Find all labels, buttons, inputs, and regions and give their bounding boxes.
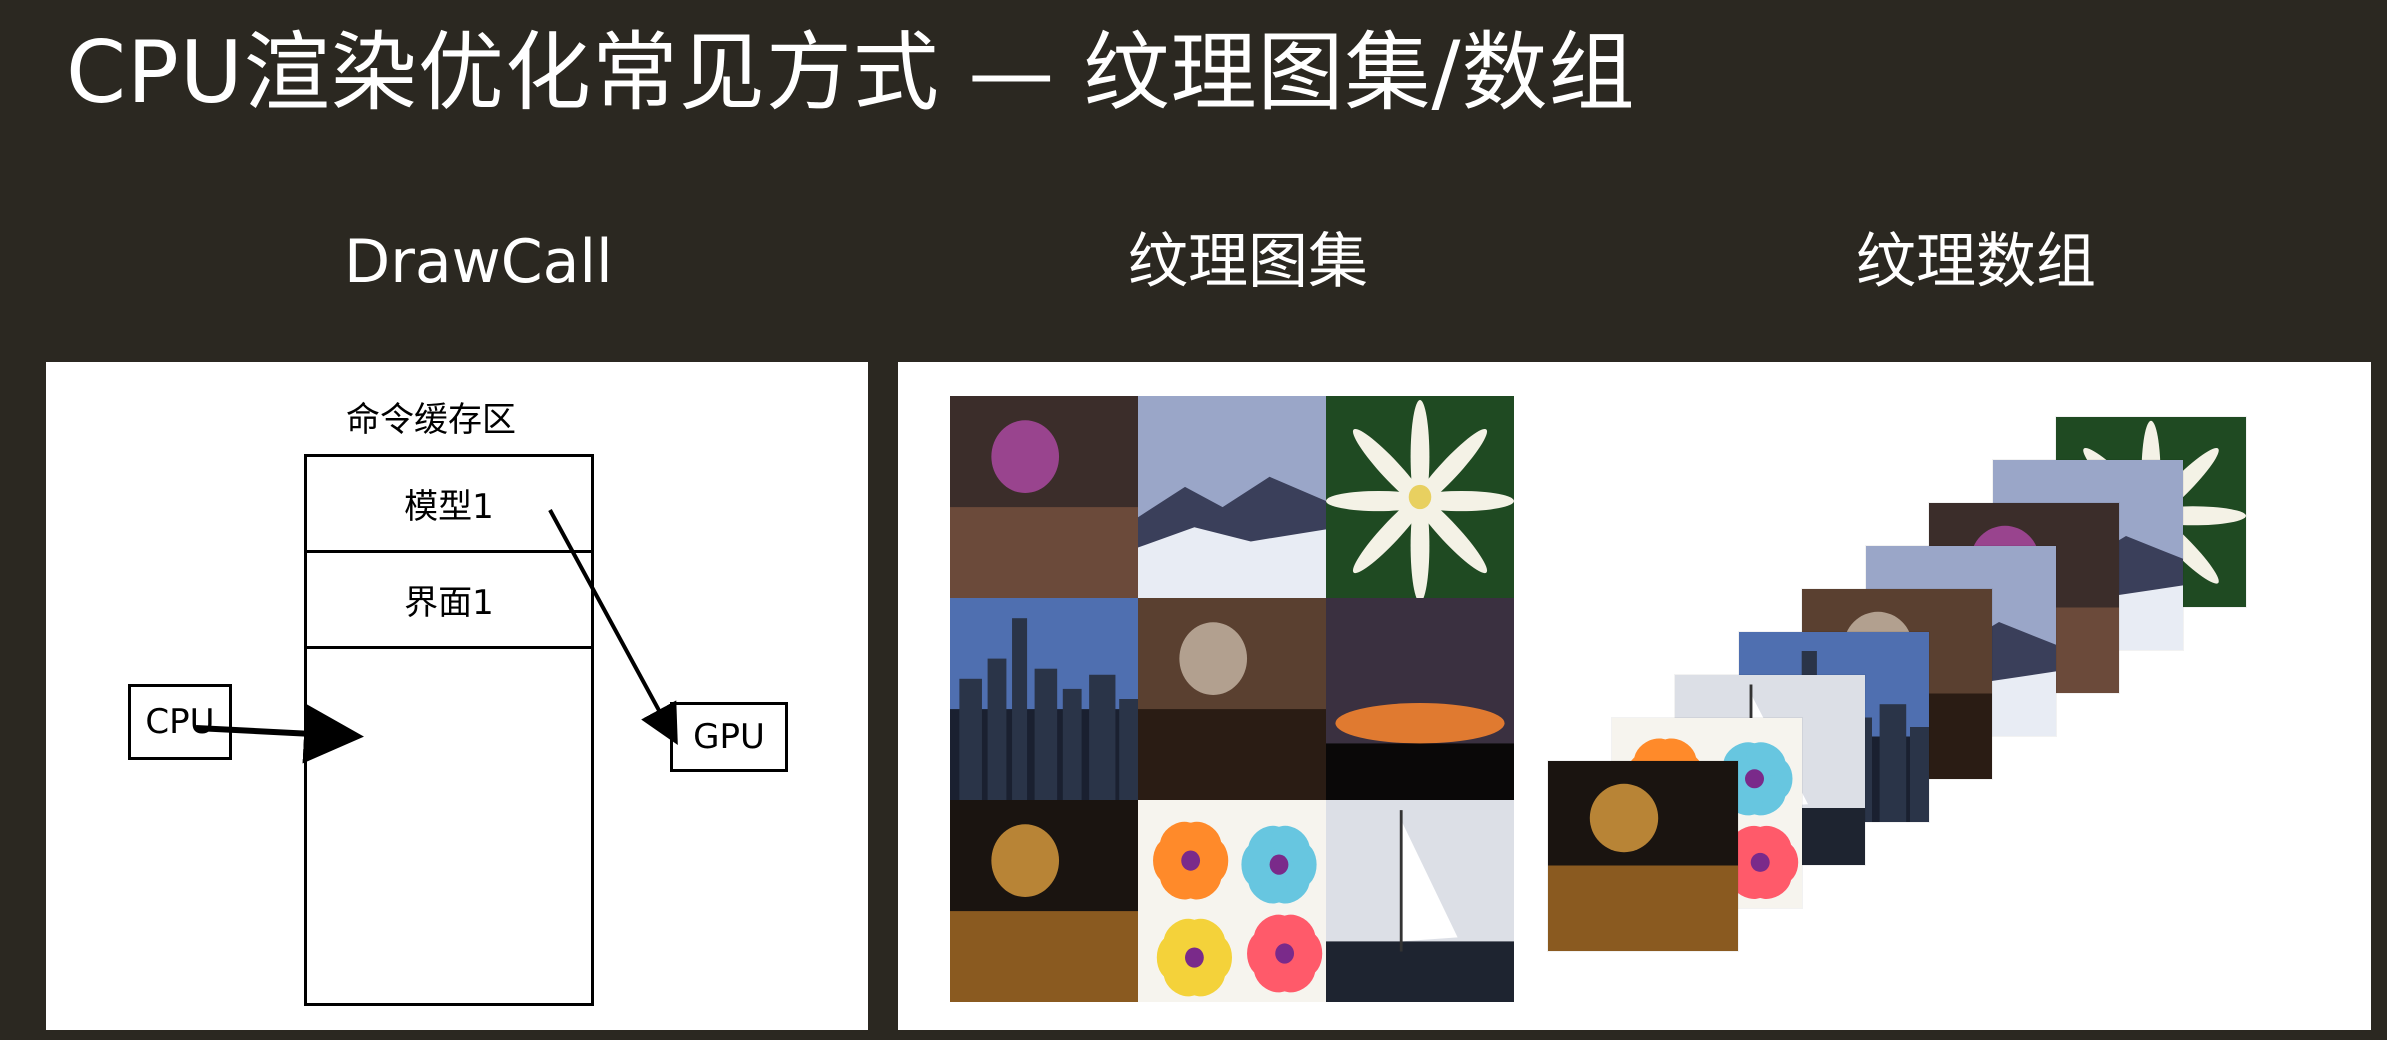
atlas-tile-snowy-mountains bbox=[1138, 396, 1326, 598]
buffer-row-ui: 界面1 bbox=[307, 553, 591, 649]
diagram-arrows bbox=[195, 509, 678, 764]
array-layer-night-street bbox=[1548, 761, 1738, 951]
texture-atlas-heading: 纹理图集 bbox=[1128, 227, 1368, 297]
atlas-tile-rock-pattern bbox=[1138, 598, 1326, 800]
buffer-to-gpu-arrow bbox=[548, 509, 678, 746]
drawcall-heading: DrawCall bbox=[344, 227, 613, 297]
cpu-to-buffer-arrow bbox=[195, 703, 364, 764]
drawcall-diagram-panel: 命令缓存区 模型1 界面1 CPU GPU bbox=[46, 362, 868, 1030]
atlas-tile-night-street bbox=[950, 800, 1138, 1002]
command-buffer-label: 命令缓存区 bbox=[346, 400, 516, 440]
page-title: CPU渲染优化常见方式 — 纹理图集/数组 bbox=[66, 23, 1636, 123]
atlas-tile-city-skyline bbox=[950, 598, 1138, 800]
gpu-node: GPU bbox=[670, 702, 788, 772]
atlas-tile-sailboats bbox=[1326, 800, 1514, 1002]
buffer-row-model: 模型1 bbox=[307, 457, 591, 553]
atlas-tile-colorful-flowers bbox=[1138, 800, 1326, 1002]
atlas-tile-white-lily bbox=[1326, 396, 1514, 598]
atlas-tile-purple-flowers-cliff bbox=[950, 396, 1138, 598]
cpu-node: CPU bbox=[128, 684, 232, 760]
texture-panel bbox=[898, 362, 2371, 1030]
atlas-tile-sunset-clouds bbox=[1326, 598, 1514, 800]
texture-array-heading: 纹理数组 bbox=[1856, 227, 2096, 297]
